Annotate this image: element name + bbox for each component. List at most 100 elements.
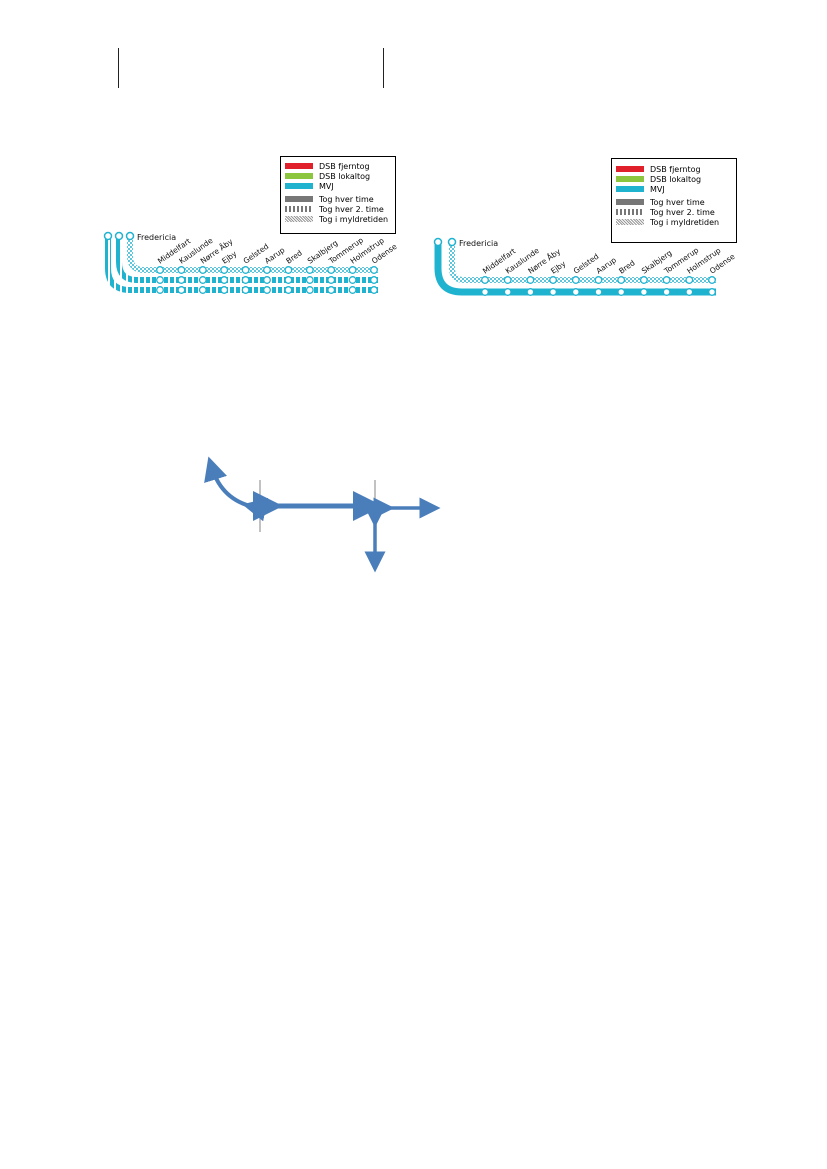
left-station-node — [327, 286, 336, 294]
right-station-node — [617, 276, 626, 284]
left-station-node — [198, 266, 207, 274]
left-station-node — [156, 286, 164, 294]
left-station-label: Bred — [284, 248, 304, 266]
left-station-node — [220, 276, 229, 284]
swatch-solid — [616, 199, 644, 205]
right-station-node — [594, 288, 603, 296]
left-station-node — [241, 286, 250, 294]
legend-item-rush: Tog i myldretiden — [281, 214, 395, 224]
left-station-node — [177, 276, 186, 284]
swatch-red — [285, 163, 313, 169]
swatch-checkered — [616, 219, 644, 225]
right-start-node-1 — [433, 237, 443, 247]
legend-item-mvj: MVJ — [281, 181, 395, 191]
left-station-node — [241, 266, 250, 274]
left-station-node — [305, 266, 314, 274]
left-station-node — [284, 286, 293, 294]
right-station-node — [549, 288, 558, 296]
left-start-node-3 — [125, 231, 135, 241]
legend-item-dsb-fjerntog: DSB fjerntog — [281, 161, 395, 171]
legend-item-dsb-fjerntog: DSB fjerntog — [612, 164, 736, 174]
left-station-node — [177, 266, 186, 274]
header-right-rule — [383, 48, 384, 88]
left-station-node — [241, 276, 250, 284]
legend-left: DSB fjerntog DSB lokaltog MVJ Tog hver t… — [280, 156, 396, 234]
right-station-node — [639, 276, 648, 284]
left-station-node — [305, 286, 314, 294]
legend-item-hourly: Tog hver time — [612, 197, 736, 207]
right-station-node — [708, 288, 716, 296]
left-station-node — [198, 286, 207, 294]
left-station-node — [220, 266, 229, 274]
right-station-node — [594, 276, 603, 284]
left-track-inner — [127, 236, 378, 273]
left-station-node — [156, 266, 164, 274]
right-station-node — [526, 288, 535, 296]
left-station-node — [348, 276, 357, 284]
right-station-node — [662, 276, 671, 284]
right-station-label: Bred — [617, 258, 637, 276]
swatch-green — [285, 173, 313, 179]
right-fredericia-label: Fredericia — [459, 239, 498, 248]
right-station-node — [571, 288, 580, 296]
right-station-node — [639, 288, 648, 296]
right-station-node — [549, 276, 558, 284]
left-station-node — [370, 286, 378, 294]
legend-item-dsb-lokaltog: DSB lokaltog — [612, 174, 736, 184]
swatch-cyan — [285, 183, 313, 189]
left-fredericia-label: Fredericia — [137, 233, 176, 242]
right-start-node-2 — [447, 237, 457, 247]
swatch-dashed — [616, 209, 644, 215]
left-station-node — [263, 266, 271, 274]
left-station-node — [348, 266, 357, 274]
left-station-node — [348, 286, 357, 294]
right-station-node — [526, 276, 535, 284]
left-station-node — [284, 276, 293, 284]
legend-item-two-hourly: Tog hver 2. time — [281, 204, 395, 214]
right-station-node — [708, 276, 716, 284]
left-station-node — [305, 276, 314, 284]
left-station-node — [284, 266, 293, 274]
right-track-main — [434, 240, 716, 296]
right-track-rush — [449, 240, 716, 283]
arrow-curved-northwest — [204, 456, 269, 522]
right-station-node — [481, 276, 489, 284]
right-station-node — [617, 288, 626, 296]
left-station-node — [220, 286, 229, 294]
left-start-node-1 — [103, 231, 113, 241]
left-station-node — [177, 286, 186, 294]
right-station-node — [571, 276, 580, 284]
right-station-node — [662, 288, 671, 296]
left-station-node — [263, 276, 271, 284]
legend-item-mvj: MVJ — [612, 184, 736, 194]
left-track-middle — [116, 236, 378, 283]
left-track-outer — [105, 236, 378, 293]
legend-item-hourly: Tog hver time — [281, 194, 395, 204]
legend-right: DSB fjerntog DSB lokaltog MVJ Tog hver t… — [611, 158, 737, 243]
left-station-node — [327, 266, 336, 274]
swatch-checkered — [285, 216, 313, 222]
left-start-node-2 — [114, 231, 124, 241]
legend-item-two-hourly: Tog hver 2. time — [612, 207, 736, 217]
right-station-node — [481, 288, 489, 296]
legend-item-dsb-lokaltog: DSB lokaltog — [281, 171, 395, 181]
left-station-node — [198, 276, 207, 284]
header-left-rule — [118, 48, 119, 88]
left-station-node — [370, 266, 378, 274]
swatch-green — [616, 176, 644, 182]
swatch-solid — [285, 196, 313, 202]
right-station-node — [503, 288, 512, 296]
left-station-node — [370, 276, 378, 284]
left-station-node — [156, 276, 164, 284]
right-station-node — [503, 276, 512, 284]
legend-item-rush: Tog i myldretiden — [612, 217, 736, 227]
right-station-node — [685, 288, 694, 296]
right-station-node — [685, 276, 694, 284]
left-station-node — [327, 276, 336, 284]
left-station-node — [263, 286, 271, 294]
swatch-cyan — [616, 186, 644, 192]
swatch-red — [616, 166, 644, 172]
swatch-dashed — [285, 206, 313, 212]
